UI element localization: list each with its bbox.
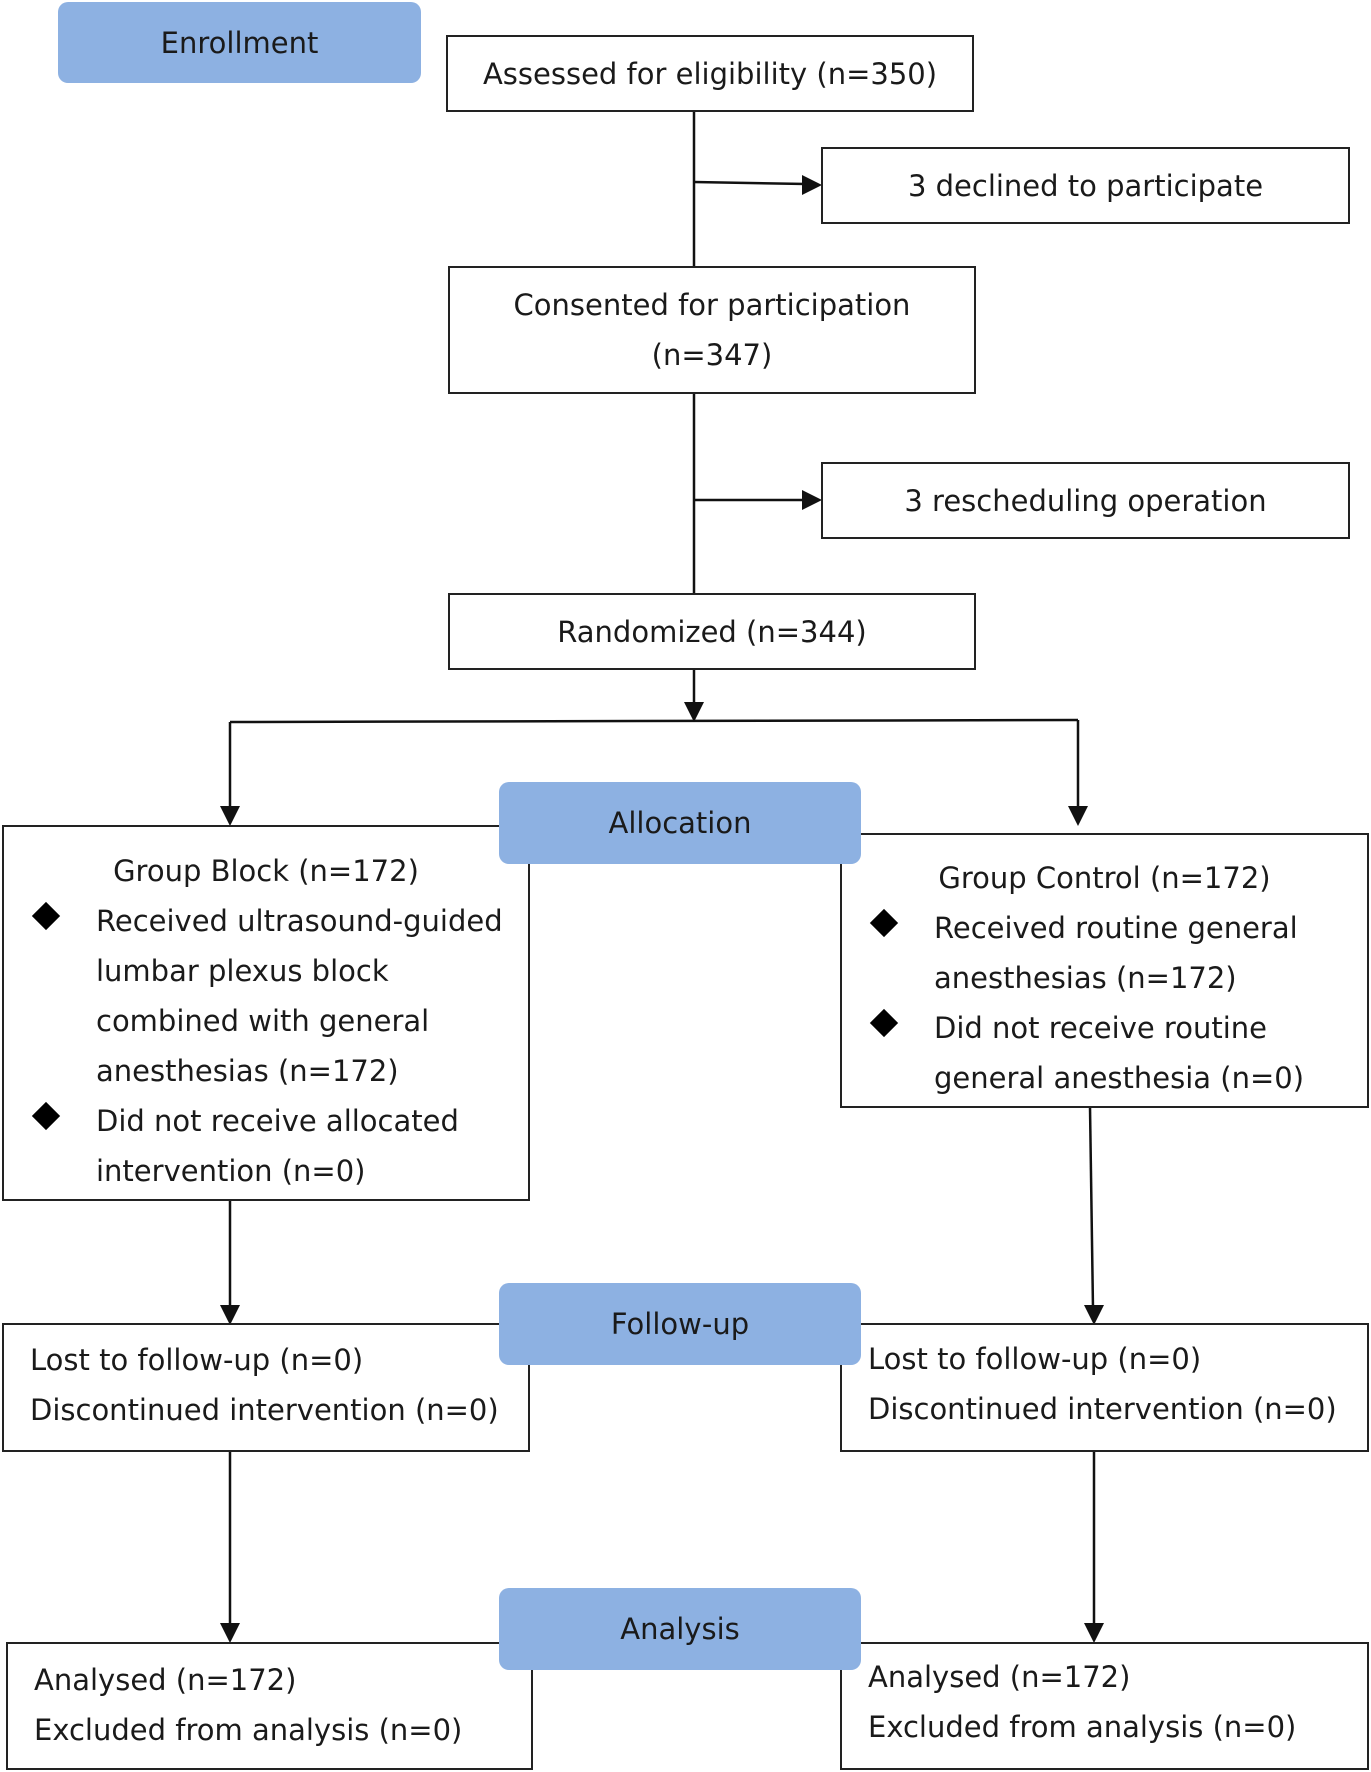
arrowhead-group-block [220,806,240,826]
randomized-text: Randomized (n=344) [557,614,867,649]
group-control-followup-box: Lost to follow-up (n=0) Discontinued int… [840,1323,1369,1452]
arrowhead-block-followup [220,1305,240,1325]
stage-analysis-label: Analysis [620,1612,740,1646]
stage-enrollment: Enrollment [58,2,421,83]
declined-box: 3 declined to participate [821,147,1350,224]
stage-follow-up-label: Follow-up [610,1307,750,1341]
group-control-bullet-received: Received routine general anesthesias (n=… [842,903,1367,1003]
stage-follow-up: Follow-up [499,1283,861,1365]
group-block-bullet-received: Received ultrasound-guided lumbar plexus… [4,896,528,1096]
group-block-bullet-list: Received ultrasound-guided lumbar plexus… [4,896,528,1196]
group-block-bullet-not-received: Did not receive allocated intervention (… [4,1096,528,1196]
arrowhead-block-analysis [220,1623,240,1643]
arrowhead-control-followup [1084,1305,1104,1325]
line-to-declined [693,180,807,186]
bullet-line: Received routine general [934,911,1298,945]
diamond-bullet-icon [31,1101,61,1131]
bullet-line: anesthesias (n=172) [96,1054,399,1088]
arrowhead-group-control [1068,806,1088,826]
group-block-allocation-box: Group Block (n=172) Received ultrasound-… [2,825,530,1201]
arrowhead-randomized [684,702,704,722]
block-excluded-from-analysis: Excluded from analysis (n=0) [34,1713,463,1747]
consented-text-line2: (n=347) [651,338,773,372]
bullet-line: anesthesias (n=172) [934,961,1237,995]
diamond-bullet-icon [31,901,61,931]
consented-text-line1: Consented for participation [513,288,911,322]
bullet-line: general anesthesia (n=0) [934,1061,1305,1095]
bullet-line: Received ultrasound-guided [96,904,503,938]
group-control-analysis-box: Analysed (n=172) Excluded from analysis … [840,1642,1369,1770]
rescheduling-box: 3 rescheduling operation [821,462,1350,539]
control-excluded-from-analysis: Excluded from analysis (n=0) [868,1710,1297,1744]
arrowhead-rescheduling [802,490,822,510]
bullet-line: intervention (n=0) [96,1154,366,1188]
group-control-allocation-box: Group Control (n=172) Received routine g… [840,833,1369,1108]
group-block-title: Group Block (n=172) [113,854,419,888]
diamond-bullet-icon [869,1008,899,1038]
control-lost-to-followup: Lost to follow-up (n=0) [868,1342,1202,1376]
group-block-analysis-box: Analysed (n=172) Excluded from analysis … [6,1642,533,1770]
bullet-line: Did not receive routine [934,1011,1267,1045]
block-lost-to-followup: Lost to follow-up (n=0) [30,1343,364,1377]
group-control-bullet-not-received: Did not receive routine general anesthes… [842,1003,1367,1103]
arrowhead-declined [802,175,822,195]
stage-analysis: Analysis [499,1588,861,1670]
group-control-bullet-list: Received routine general anesthesias (n=… [842,903,1367,1103]
assessed-for-eligibility-text: Assessed for eligibility (n=350) [482,56,938,91]
control-discontinued-intervention: Discontinued intervention (n=0) [868,1392,1337,1426]
assessed-for-eligibility-box: Assessed for eligibility (n=350) [446,35,974,112]
block-discontinued-intervention: Discontinued intervention (n=0) [30,1393,499,1427]
declined-text: 3 declined to participate [907,168,1264,203]
line-split-horizontal [229,718,1079,724]
block-analysed: Analysed (n=172) [34,1663,297,1697]
bullet-line: combined with general [96,1004,430,1038]
diamond-bullet-icon [869,908,899,938]
group-control-title: Group Control (n=172) [938,861,1271,895]
randomized-box: Randomized (n=344) [448,593,976,670]
bullet-line: lumbar plexus block [96,954,389,988]
stage-allocation-label: Allocation [608,806,752,840]
arrowhead-control-analysis [1084,1623,1104,1643]
line-control-to-followup [1088,1106,1095,1310]
stage-allocation: Allocation [499,782,861,864]
stage-enrollment-label: Enrollment [160,25,319,60]
consented-box: Consented for participation (n=347) [448,266,976,394]
control-analysed: Analysed (n=172) [868,1660,1131,1694]
group-block-followup-box: Lost to follow-up (n=0) Discontinued int… [2,1323,530,1452]
bullet-line: Did not receive allocated [96,1104,459,1138]
rescheduling-text: 3 rescheduling operation [904,483,1267,518]
